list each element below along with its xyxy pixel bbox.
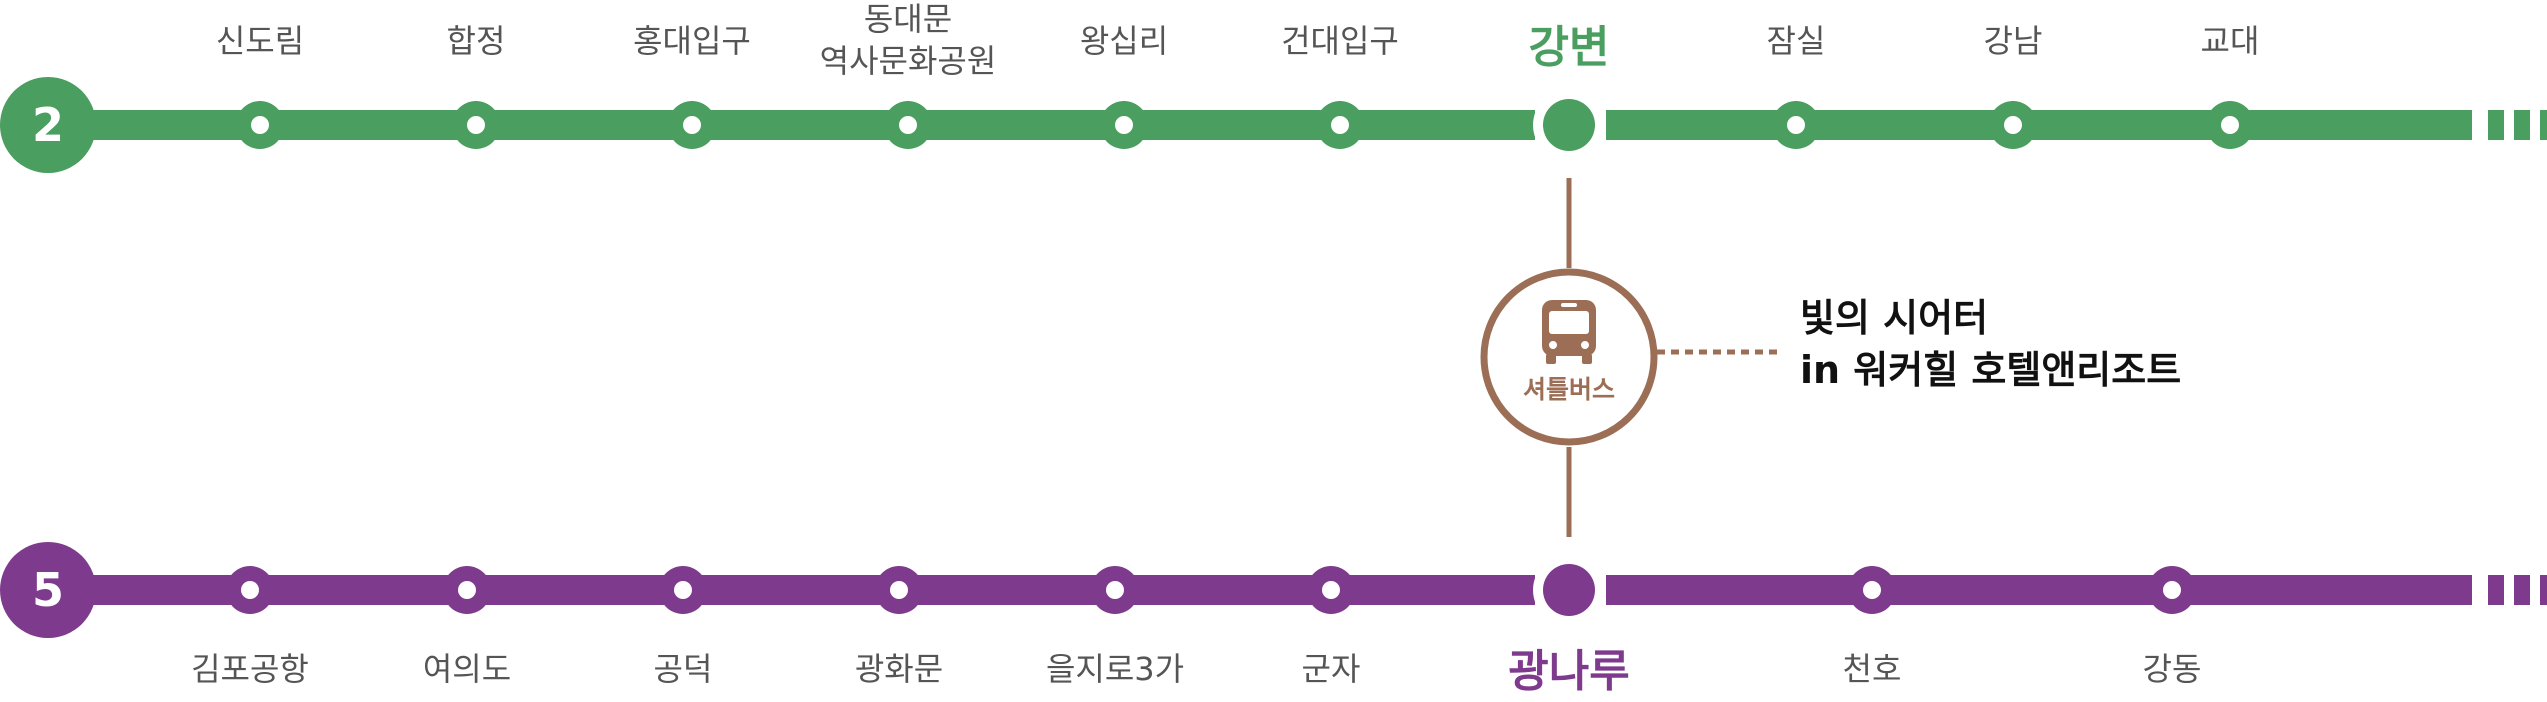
station-marker [452, 101, 500, 149]
station-marker [2206, 101, 2254, 149]
station-label: 잠실 [1767, 22, 1826, 60]
station-label: 강동 [2143, 650, 2202, 688]
station-label: 합정 [447, 22, 506, 60]
destination-name: 빛의 시어터 [1800, 296, 1988, 340]
station-marker [1848, 566, 1896, 614]
transfer-station-label: 강변 [1529, 22, 1610, 73]
station-label: 교대 [2201, 22, 2260, 60]
shuttle-label: 셔틀버스 [1523, 375, 1615, 404]
line-5-number: 5 [32, 563, 64, 617]
station-marker [1307, 566, 1355, 614]
station-marker [443, 566, 491, 614]
station-marker [884, 101, 932, 149]
station-label: 홍대입구 [633, 22, 751, 60]
shuttle-connector: 셔틀버스 [1480, 178, 1783, 537]
station-label: 역사문화공원 [820, 42, 997, 80]
line-5-continuation [2488, 575, 2547, 605]
transfer-station-label: 광나루 [1508, 646, 1629, 697]
station-marker [1316, 101, 1364, 149]
transfer-station-marker [1533, 554, 1605, 626]
station-label: 왕십리 [1080, 22, 1168, 60]
station-marker [668, 101, 716, 149]
station-label: 광화문 [855, 650, 943, 688]
station-label: 김포공항 [191, 650, 309, 688]
station-marker [1100, 101, 1148, 149]
station-label: 동대문 [864, 0, 952, 38]
station-label: 천호 [1843, 650, 1902, 688]
station-label: 신도림 [216, 22, 304, 60]
destination: 빛의 시어터 in 워커힐 호텔앤리조트 [1800, 296, 2181, 392]
line-5-badge [0, 542, 96, 638]
station-marker [236, 101, 284, 149]
station-label: 공덕 [654, 650, 713, 688]
transfer-station-marker [1533, 89, 1605, 161]
line-2-number: 2 [32, 98, 64, 152]
line-2-badge [0, 77, 96, 173]
station-label: 을지로3가 [1046, 650, 1184, 688]
station-marker [1772, 101, 1820, 149]
station-marker [1989, 101, 2037, 149]
station-label: 군자 [1302, 650, 1361, 688]
line-2: 2 신도림 합정 홍대입구 동대문 역사문화공원 왕십리 건대입구 강변 잠실 … [0, 0, 2547, 173]
station-label: 건대입구 [1281, 22, 1399, 60]
station-label: 강남 [1984, 22, 2043, 60]
bus-icon [1542, 300, 1596, 364]
station-marker [226, 566, 274, 614]
station-marker [875, 566, 923, 614]
destination-venue: in 워커힐 호텔앤리조트 [1800, 348, 2181, 392]
station-marker [2148, 566, 2196, 614]
station-marker [659, 566, 707, 614]
shuttle-stop [1480, 268, 1658, 446]
line-2-continuation [2488, 110, 2547, 140]
station-marker [1091, 566, 1139, 614]
station-label: 여의도 [423, 650, 511, 688]
line-5: 5 김포공항 여의도 공덕 광화문 을지로3가 군자 광나루 천호 강동 [0, 542, 2547, 697]
